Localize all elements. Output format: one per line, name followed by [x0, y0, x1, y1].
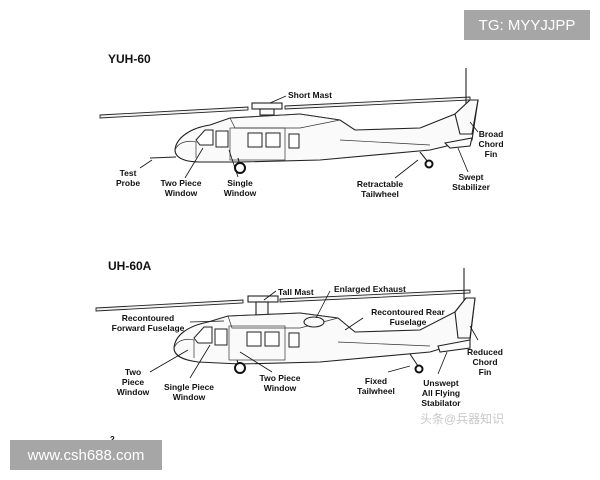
page-number: 2: [110, 434, 115, 444]
label-two-piece-window-right-2: Window: [264, 383, 297, 393]
label-single-window-2: Window: [224, 188, 257, 198]
label-two-piece-window-right-1: Two Piece: [260, 373, 301, 383]
label-reduced-chord-fin-1: Reduced: [467, 347, 503, 357]
label-recontoured-forward-fuselage-2: Forward Fuselage: [112, 323, 185, 333]
label-two-piece-window-left-2: Piece: [122, 377, 144, 387]
label-unswept-stabilator-3: Stabilator: [421, 398, 461, 408]
label-recontoured-forward-fuselage-1: Recontoured: [122, 313, 174, 323]
uh60a-tailwheel-strut: [409, 353, 419, 367]
yuh60-windshield: [195, 129, 214, 146]
label-recontoured-rear-fuselage-2: Fuselage: [390, 317, 427, 327]
fixed-tailwheel: [414, 364, 424, 374]
yuh60-tail-boom-line: [339, 139, 431, 146]
yuh60-title: YUH-60: [108, 52, 151, 66]
uh60a-cabin-window-2: [264, 331, 280, 347]
label-unswept-stabilator-2: All Flying: [422, 388, 460, 398]
label-fixed-tailwheel-1: Fixed: [365, 376, 387, 386]
label-recontoured-rear-fuselage-1: Recontoured Rear: [371, 307, 445, 317]
label-unswept-stabilator-1: Unswept: [423, 378, 459, 388]
uh60a-main-wheel: [234, 362, 246, 374]
main-rotor-blade-right: [279, 289, 471, 303]
broad-chord-fin: [454, 99, 479, 135]
short-mast: [259, 108, 275, 116]
label-short-mast: Short Mast: [288, 90, 332, 100]
reduced-chord-fin: [454, 297, 476, 339]
label-two-piece-window-left-1: Two: [125, 367, 141, 377]
uh60a-drawing: UH-60A: [95, 259, 503, 408]
label-test-probe-2: Probe: [116, 178, 140, 188]
watermark-text: 头条@兵器知识: [420, 412, 505, 426]
label-broad-chord-fin-2: Chord: [478, 139, 503, 149]
label-swept-stabilizer-1: Swept: [458, 172, 483, 182]
label-retractable-tailwheel-2: Tailwheel: [361, 189, 399, 199]
main-rotor-blade-left: [95, 299, 244, 312]
label-test-probe-1: Test: [120, 168, 137, 178]
uh60a-title: UH-60A: [108, 259, 152, 273]
yuh60-nose: [174, 140, 197, 158]
label-enlarged-exhaust: Enlarged Exhaust: [334, 284, 406, 294]
label-swept-stabilizer-2: Stabilizer: [452, 182, 490, 192]
label-reduced-chord-fin-3: Fin: [479, 367, 492, 377]
yuh60-cabin-window-3: [288, 133, 300, 149]
uh60a-cabin-door: [228, 325, 286, 361]
label-fixed-tailwheel-2: Tailwheel: [357, 386, 395, 396]
label-retractable-tailwheel-1: Retractable: [357, 179, 404, 189]
label-single-piece-window-1: Single Piece: [164, 382, 214, 392]
label-two-piece-window-left-3: Window: [117, 387, 150, 397]
uh60a-nose: [173, 338, 195, 358]
yuh60-drawing: YUH-60: [99, 52, 504, 199]
label-two-piece-window-2: Window: [165, 188, 198, 198]
uh60a-cockpit-window: [214, 328, 228, 346]
label-two-piece-window-1: Two Piece: [161, 178, 202, 188]
uh60a-windshield: [193, 326, 213, 344]
label-broad-chord-fin-3: Fin: [485, 149, 498, 159]
label-reduced-chord-fin-2: Chord: [472, 357, 497, 367]
tg-handle-badge: TG: MYYJJPP: [464, 10, 590, 40]
unswept-stabilator: [437, 339, 471, 353]
main-rotor-blade-left: [99, 106, 249, 119]
retractable-tailwheel: [424, 159, 434, 169]
test-probe: [149, 156, 177, 159]
swept-stabilizer: [443, 137, 473, 149]
label-tall-mast: Tall Mast: [278, 287, 314, 297]
yuh60-cabin-door: [229, 127, 286, 161]
site-url-badge: www.csh688.com: [10, 440, 162, 470]
rotor-hub: [251, 102, 283, 110]
uh60a-cabin-window-3: [288, 332, 300, 348]
uh60a-tail-boom-line: [337, 341, 431, 347]
label-broad-chord-fin-1: Broad: [479, 129, 504, 139]
yuh60-cockpit-window: [215, 130, 229, 148]
label-single-window-1: Single: [227, 178, 253, 188]
label-single-piece-window-2: Window: [173, 392, 206, 402]
uh60a-cabin-window-1: [246, 331, 262, 347]
enlarged-exhaust: [303, 316, 325, 328]
rotor-hub: [247, 295, 279, 303]
yuh60-cabin-window-2: [265, 132, 281, 148]
yuh60-cabin-window-1: [247, 132, 263, 148]
engine-cowling: [229, 113, 341, 129]
